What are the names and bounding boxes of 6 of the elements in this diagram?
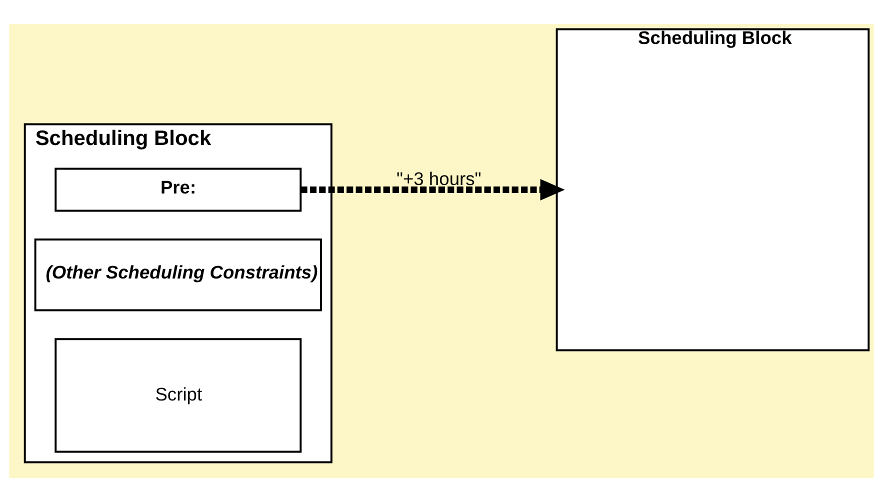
node-box: Pre: [54,168,302,212]
arrow [300,179,564,200]
edge-label: "+3 hours" [396,168,481,189]
node-box: Scheduling Block [555,28,870,352]
node-box: (Other Scheduling Constraints) [34,238,322,312]
node-box: Script [54,338,302,453]
